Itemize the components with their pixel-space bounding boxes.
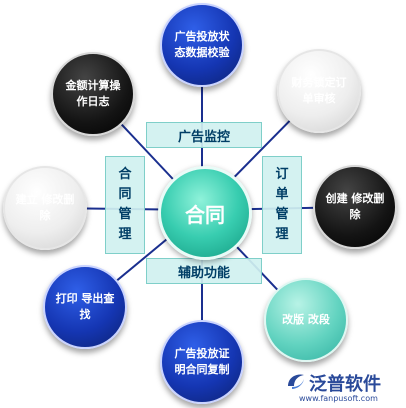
panel-ad-monitoring[interactable]: 广告监控 (146, 122, 262, 148)
node-left[interactable]: 建立 修改删除 (3, 166, 87, 250)
node-bottom[interactable]: 广告投放证明合同复制 (160, 320, 244, 404)
node-top[interactable]: 广告投放状态数据校验 (160, 3, 244, 87)
panel-label: 订单管理 (275, 167, 289, 242)
panel-contract-management[interactable]: 合同管理 (105, 156, 145, 254)
node-top-left[interactable]: 金额计算操作日志 (51, 52, 135, 136)
node-top-right[interactable]: 财务锁定订单审核 (277, 49, 361, 133)
node-label: 改版 改段 (282, 313, 330, 326)
node-label: 金额计算操作日志 (65, 79, 121, 108)
node-label: 广告投放状态数据校验 (174, 30, 230, 59)
panel-label: 广告监控 (177, 129, 230, 145)
node-label: 建立 修改删除 (15, 193, 75, 222)
center-node[interactable]: 合同 (158, 166, 252, 260)
node-label: 财务锁定订单审核 (291, 76, 347, 105)
panel-label: 合同管理 (118, 167, 132, 242)
panel-label: 辅助功能 (177, 265, 230, 281)
logo-name: 泛普软件 (309, 374, 381, 395)
panel-auxiliary-functions[interactable]: 辅助功能 (146, 258, 262, 284)
logo-icon (288, 374, 304, 389)
node-bottom-right[interactable]: 改版 改段 (264, 278, 348, 362)
panel-order-management[interactable]: 订单管理 (262, 156, 302, 254)
node-label: 广告投放证明合同复制 (174, 347, 230, 376)
node-bottom-left[interactable]: 打印 导出查找 (43, 265, 127, 349)
node-right[interactable]: 创建 修改删除 (313, 165, 397, 249)
node-label: 创建 修改删除 (325, 192, 385, 221)
node-label: 打印 导出查找 (55, 292, 115, 321)
brand-logo: 泛普软件 www.fanpusoft.com (285, 368, 403, 404)
center-label: 合同 (185, 202, 225, 227)
logo-url: www.fanpusoft.com (299, 394, 378, 403)
